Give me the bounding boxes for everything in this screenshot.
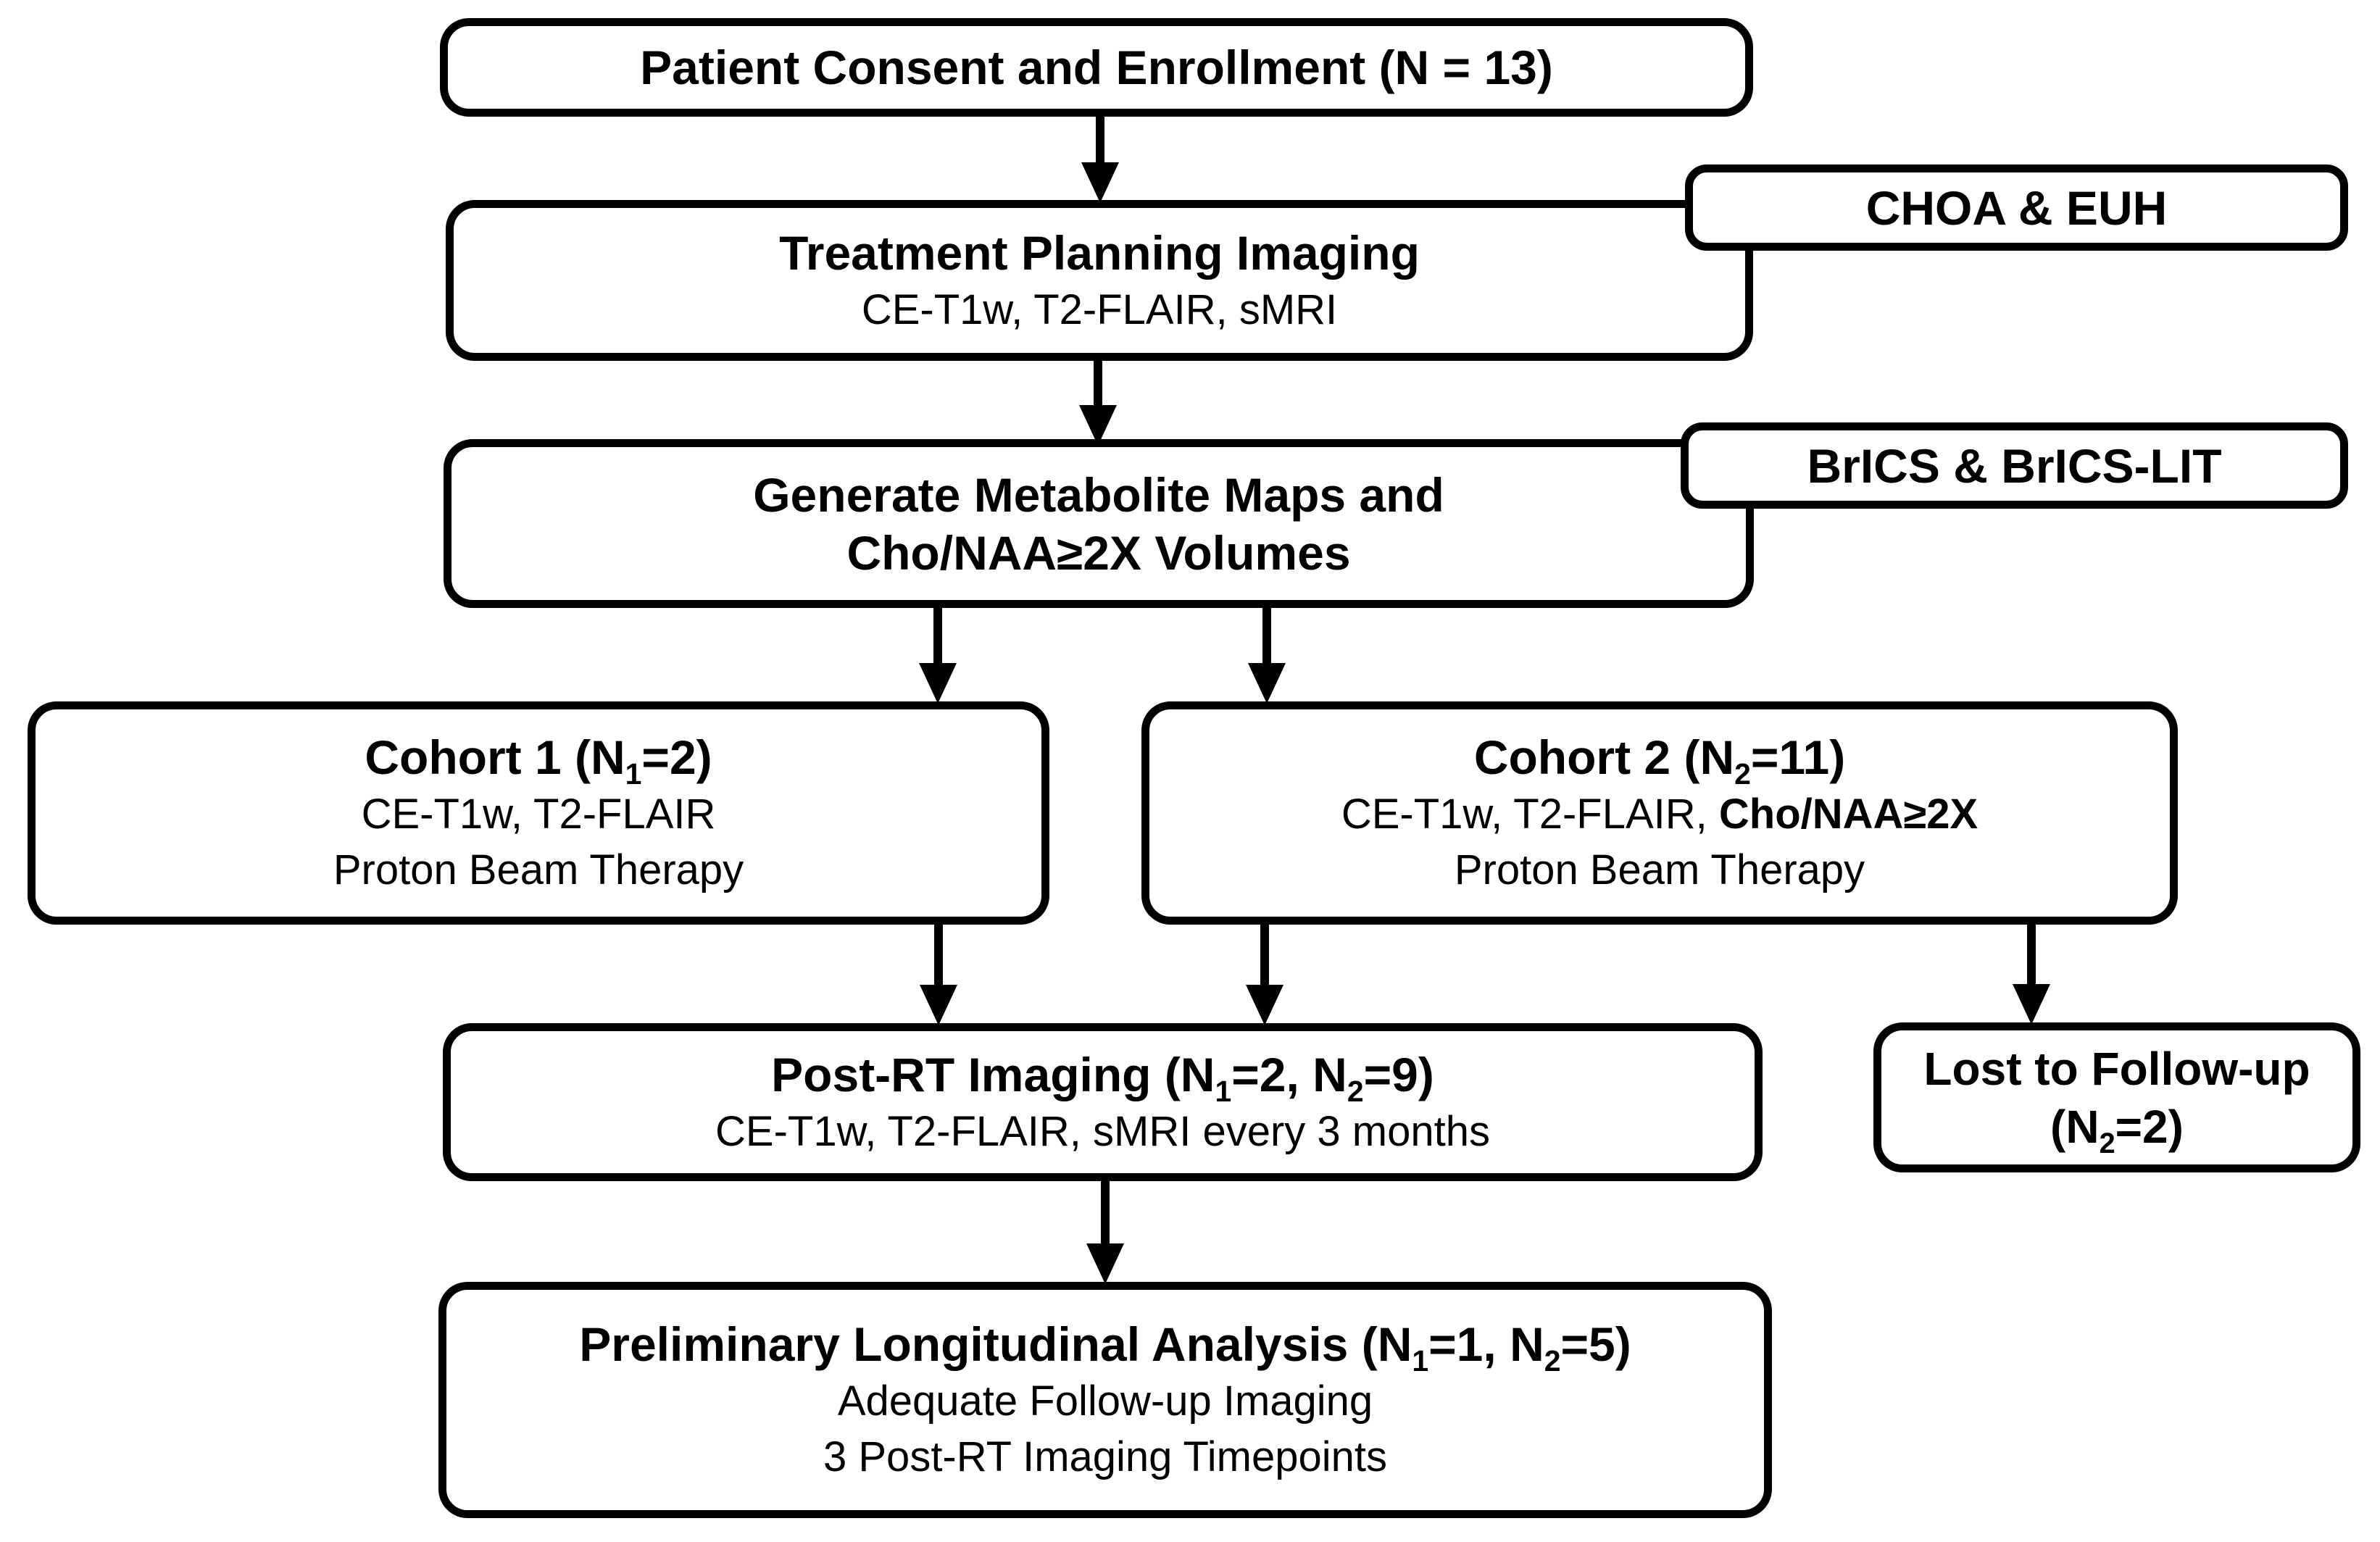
generate-metabolite-title-line2: Cho/NAA≥2X Volumes	[846, 525, 1351, 580]
arrow-stem	[1101, 1179, 1110, 1251]
cohort1-body-therapy: Proton Beam Therapy	[333, 846, 744, 893]
arrow-stem	[933, 606, 942, 670]
arrow-head	[920, 985, 957, 1025]
arrow-stem	[934, 922, 943, 992]
post-rt-title-text: =9)	[1363, 1047, 1434, 1101]
treatment-planning-body: CE-T1w, T2-FLAIR, sMRI	[861, 286, 1338, 333]
arrow-postrt-to-analysis	[1086, 1179, 1124, 1284]
lost-followup-text: (N	[2050, 1100, 2100, 1153]
cohort2-title: Cohort 2 (N2=11)	[1473, 728, 1846, 789]
lost-followup-subscript: 2	[2099, 1127, 2115, 1159]
arrow-metabolite-to-cohort1	[919, 606, 957, 704]
generate-metabolite-box: Generate Metabolite Maps and Cho/NAA≥2X …	[444, 439, 1754, 608]
cohort2-body-imaging-bold: Cho/NAA≥2X	[1718, 791, 1979, 838]
treatment-planning-box: Treatment Planning Imaging CE-T1w, T2-FL…	[446, 200, 1753, 361]
arrow-stem	[1260, 922, 1269, 992]
arrow-planning-to-metabolite	[1079, 359, 1117, 446]
lost-followup-line2: (N2=2)	[2050, 1098, 2184, 1159]
cohort2-body-therapy: Proton Beam Therapy	[1454, 846, 1865, 893]
arrow-head	[1079, 405, 1117, 446]
post-rt-body: CE-T1w, T2-FLAIR, sMRI every 3 months	[715, 1107, 1490, 1155]
cohort2-title-subscript: 2	[1734, 757, 1751, 791]
treatment-planning-title: Treatment Planning Imaging	[779, 225, 1420, 280]
arrow-head	[1081, 162, 1119, 203]
preliminary-analysis-title-subscript: 2	[1544, 1344, 1561, 1378]
preliminary-analysis-box: Preliminary Longitudinal Analysis (N1=1,…	[438, 1282, 1772, 1518]
cohort2-box: Cohort 2 (N2=11) CE-T1w, T2-FLAIR, Cho/N…	[1141, 701, 2178, 925]
cohort1-title: Cohort 1 (N1=2)	[365, 728, 712, 789]
preliminary-analysis-title-text: Preliminary Longitudinal Analysis (N	[579, 1317, 1412, 1371]
arrow-metabolite-to-cohort2	[1248, 606, 1286, 704]
post-rt-imaging-box: Post-RT Imaging (N1=2, N2=9) CE-T1w, T2-…	[443, 1023, 1763, 1181]
arrow-stem	[2027, 922, 2036, 991]
lost-followup-line1: Lost to Follow-up	[1923, 1042, 2310, 1095]
preliminary-analysis-body2: 3 Post-RT Imaging Timepoints	[823, 1433, 1387, 1480]
arrow-stem	[1096, 114, 1104, 170]
arrow-head	[1246, 985, 1283, 1025]
patient-consent-title: Patient Consent and Enrollment (N = 13)	[640, 41, 1553, 94]
preliminary-analysis-title-subscript: 1	[1412, 1344, 1429, 1378]
cohort2-title-text: =11)	[1750, 730, 1846, 784]
cohort2-body-imaging: CE-T1w, T2-FLAIR, Cho/NAA≥2X	[1341, 786, 1978, 842]
arrow-stem	[1094, 359, 1102, 412]
preliminary-analysis-title: Preliminary Longitudinal Analysis (N1=1,…	[579, 1315, 1631, 1376]
choa-euh-label: CHOA & EUH	[1865, 180, 2168, 235]
lost-followup-box: Lost to Follow-up (N2=2)	[1873, 1022, 2360, 1172]
arrow-head	[1248, 663, 1286, 704]
arrow-cohort2-to-lost	[2013, 922, 2050, 1025]
cohort2-body-imaging-regular: CE-T1w, T2-FLAIR,	[1341, 791, 1719, 838]
cohort1-title-text: Cohort 1 (N	[365, 730, 625, 784]
post-rt-title: Post-RT Imaging (N1=2, N2=9)	[771, 1046, 1434, 1107]
lost-followup-text: =2)	[2115, 1100, 2184, 1153]
brics-label: BrICS & BrICS-LIT	[1807, 438, 2222, 493]
cohort1-title-text: =2)	[641, 730, 712, 784]
arrow-consent-to-planning	[1081, 114, 1119, 203]
arrow-cohort2-to-postrt	[1246, 922, 1283, 1025]
patient-consent-box: Patient Consent and Enrollment (N = 13)	[440, 18, 1753, 117]
arrow-cohort1-to-postrt	[920, 922, 957, 1025]
preliminary-analysis-body1: Adequate Follow-up Imaging	[837, 1378, 1373, 1425]
generate-metabolite-title-line1: Generate Metabolite Maps and	[753, 467, 1444, 522]
arrow-head	[2013, 984, 2050, 1025]
preliminary-analysis-title-text: =5)	[1560, 1317, 1631, 1371]
preliminary-analysis-title-text: =1, N	[1428, 1317, 1544, 1371]
post-rt-title-text: Post-RT Imaging (N	[771, 1047, 1215, 1101]
choa-euh-box: CHOA & EUH	[1685, 164, 2348, 251]
cohort1-box: Cohort 1 (N1=2) CE-T1w, T2-FLAIR Proton …	[28, 701, 1049, 925]
post-rt-title-subscript: 2	[1347, 1074, 1364, 1108]
cohort1-body-imaging: CE-T1w, T2-FLAIR	[361, 791, 716, 838]
cohort1-title-subscript: 1	[625, 757, 642, 791]
arrow-stem	[1262, 606, 1271, 670]
arrow-head	[1086, 1243, 1124, 1284]
post-rt-title-text: =2, N	[1231, 1047, 1347, 1101]
brics-box: BrICS & BrICS-LIT	[1681, 422, 2348, 509]
cohort2-title-text: Cohort 2 (N	[1473, 730, 1735, 784]
post-rt-title-subscript: 1	[1215, 1074, 1232, 1108]
arrow-head	[919, 663, 957, 704]
